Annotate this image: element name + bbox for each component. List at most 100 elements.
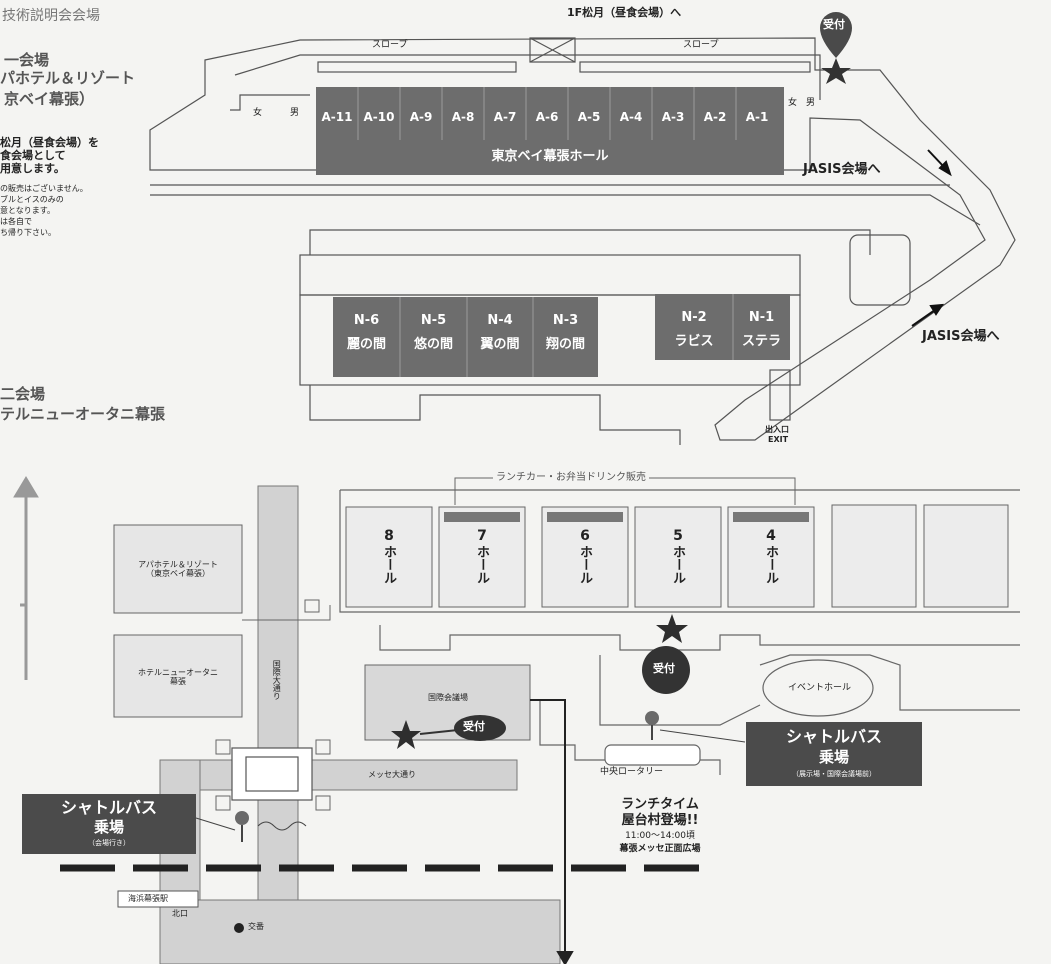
slope-right: スロープ bbox=[683, 40, 719, 50]
venue1-line3: 京ベイ幕張） bbox=[4, 90, 95, 108]
lunch-venue-direction: 1F松月（昼食会場）へ bbox=[567, 6, 682, 19]
room-n2-name: ラビス bbox=[674, 334, 714, 349]
hall-7-word: ホール bbox=[474, 545, 489, 584]
n-rooms-blocks bbox=[333, 294, 790, 377]
room-a5: A-5 bbox=[577, 110, 601, 124]
room-n2-code: N-2 bbox=[681, 310, 707, 325]
venue2-line2: テルニューオータニ幕張 bbox=[0, 405, 166, 423]
shuttle-right-sub: （展示場・国際会議場前） bbox=[792, 770, 876, 778]
room-n5-name: 悠の間 bbox=[413, 337, 453, 352]
small-note-5: ち帰り下さい。 bbox=[0, 228, 56, 237]
reception-hall-label: 受付 bbox=[653, 662, 675, 675]
room-a11: A-11 bbox=[321, 110, 353, 124]
room-n4-code: N-4 bbox=[487, 313, 513, 328]
lunchtime-line3: 11:00〜14:00頃 bbox=[625, 831, 695, 841]
exit-label-jp: 出入口 bbox=[765, 425, 789, 434]
tech-seminar-title: 技術説明会会場 bbox=[2, 8, 100, 24]
kokusai-road-label: 国際大通り bbox=[272, 660, 282, 700]
small-note-4: は各自で bbox=[0, 217, 32, 226]
small-note-3: 意となります。 bbox=[0, 206, 55, 215]
small-note-1: の販売はございません。 bbox=[0, 184, 88, 193]
lunch-note-2: 食会場として bbox=[0, 149, 66, 162]
restroom-female-right: 女 bbox=[788, 98, 798, 108]
hotel-floorplan-outline bbox=[149, 37, 1016, 445]
hall-4-word: ホール bbox=[763, 545, 778, 584]
hall-7-num: 7 bbox=[477, 528, 487, 544]
lunch-note-1: 松月（昼食会場）を bbox=[0, 136, 99, 149]
apa-hotel-label: アパホテル＆リゾート （東京ベイ幕張） bbox=[138, 560, 218, 579]
police-icon bbox=[234, 923, 244, 933]
small-note-2: ブルとイスのみの bbox=[0, 195, 64, 204]
room-n4-name: 翼の間 bbox=[480, 337, 520, 352]
lunchtime-line1: ランチタイム bbox=[621, 797, 699, 812]
room-a2: A-2 bbox=[703, 110, 727, 124]
north-exit-label: 北口 bbox=[172, 909, 188, 918]
roads bbox=[159, 485, 561, 964]
star-icon bbox=[656, 614, 688, 643]
room-a1: A-1 bbox=[745, 110, 769, 124]
restroom-female-left: 女 bbox=[253, 108, 263, 118]
jasis-direction-1: JASIS会場へ bbox=[803, 162, 881, 177]
room-a7: A-7 bbox=[493, 110, 517, 124]
hall-5-word: ホール bbox=[670, 545, 685, 584]
station-label: 海浜幕張駅 bbox=[128, 894, 168, 903]
room-n3-name: 翔の間 bbox=[545, 337, 585, 352]
venue1-line1: 一会場 bbox=[4, 51, 50, 69]
messe-road-label: メッセ大通り bbox=[368, 770, 416, 779]
conference-center-label: 国際会議場 bbox=[428, 693, 468, 702]
rotary-label: 中央ロータリー bbox=[600, 767, 664, 777]
lunchtime-line2: 屋台村登場!! bbox=[621, 813, 699, 828]
venue2-line1: 二会場 bbox=[0, 385, 46, 403]
shuttle-left-sub: （会場行き） bbox=[88, 839, 130, 847]
shuttle-left-line2: 乗場 bbox=[93, 818, 124, 836]
hall-5-num: 5 bbox=[673, 528, 683, 544]
lunch-car-label: ランチカー・お弁当ドリンク販売 bbox=[493, 472, 649, 484]
messe-outline bbox=[339, 489, 1020, 775]
reception-pin-top bbox=[820, 12, 852, 84]
room-a4: A-4 bbox=[619, 110, 643, 124]
restroom-male-left: 男 bbox=[290, 108, 300, 118]
reception-conf-label: 受付 bbox=[463, 720, 485, 733]
jasis-arrows bbox=[911, 149, 952, 327]
jasis-direction-2: JASIS会場へ bbox=[922, 329, 1000, 344]
a-rooms-block bbox=[316, 87, 784, 175]
hall-6-num: 6 bbox=[580, 528, 590, 544]
restroom-male-right: 男 bbox=[806, 98, 816, 108]
room-a8: A-8 bbox=[451, 110, 475, 124]
new-otani-label: ホテルニューオータニ 幕張 bbox=[138, 668, 218, 687]
shuttle-right-line2: 乗場 bbox=[818, 748, 849, 766]
reception-top-label: 受付 bbox=[823, 18, 845, 31]
room-n1-code: N-1 bbox=[748, 310, 775, 325]
hall-6-word: ホール bbox=[577, 545, 592, 584]
room-n3-code: N-3 bbox=[552, 313, 579, 328]
event-hall-label: イベントホール bbox=[788, 683, 852, 693]
venue1-line2: パホテル＆リゾート bbox=[0, 69, 136, 87]
north-arrow-icon bbox=[13, 476, 39, 680]
exhibition-halls bbox=[345, 504, 1009, 608]
lunch-note-3: 用意します。 bbox=[0, 162, 65, 175]
room-n1-name: ステラ bbox=[741, 334, 781, 349]
room-a10: A-10 bbox=[363, 110, 395, 124]
hall-8-word: ホール bbox=[381, 545, 396, 584]
slope-left: スロープ bbox=[372, 40, 408, 50]
room-n5-code: N-5 bbox=[420, 313, 447, 328]
shuttle-bus-right-panel: シャトルバス 乗場 （展示場・国際会議場前） bbox=[746, 722, 922, 786]
hall-4-num: 4 bbox=[766, 528, 776, 544]
room-n6-code: N-6 bbox=[353, 313, 380, 328]
star-icon bbox=[391, 720, 421, 749]
tokyo-bay-hall-label: 東京ベイ幕張ホール bbox=[491, 149, 609, 164]
shuttle-right-line1: シャトルバス bbox=[785, 727, 882, 746]
room-a9: A-9 bbox=[409, 110, 433, 124]
shuttle-left-line1: シャトルバス bbox=[60, 798, 157, 817]
room-n6-name: 麗の間 bbox=[346, 337, 386, 352]
police-box-label: 交番 bbox=[248, 922, 264, 931]
room-a3: A-3 bbox=[661, 110, 685, 124]
lunchtime-line4: 幕張メッセ正面広場 bbox=[619, 844, 701, 854]
room-a6: A-6 bbox=[535, 110, 559, 124]
hotel-blocks bbox=[113, 524, 243, 718]
exit-label-en: EXIT bbox=[768, 435, 789, 444]
shuttle-bus-left-panel: シャトルバス 乗場 （会場行き） bbox=[22, 794, 196, 854]
hall-8-num: 8 bbox=[384, 528, 394, 544]
railway bbox=[60, 864, 705, 908]
